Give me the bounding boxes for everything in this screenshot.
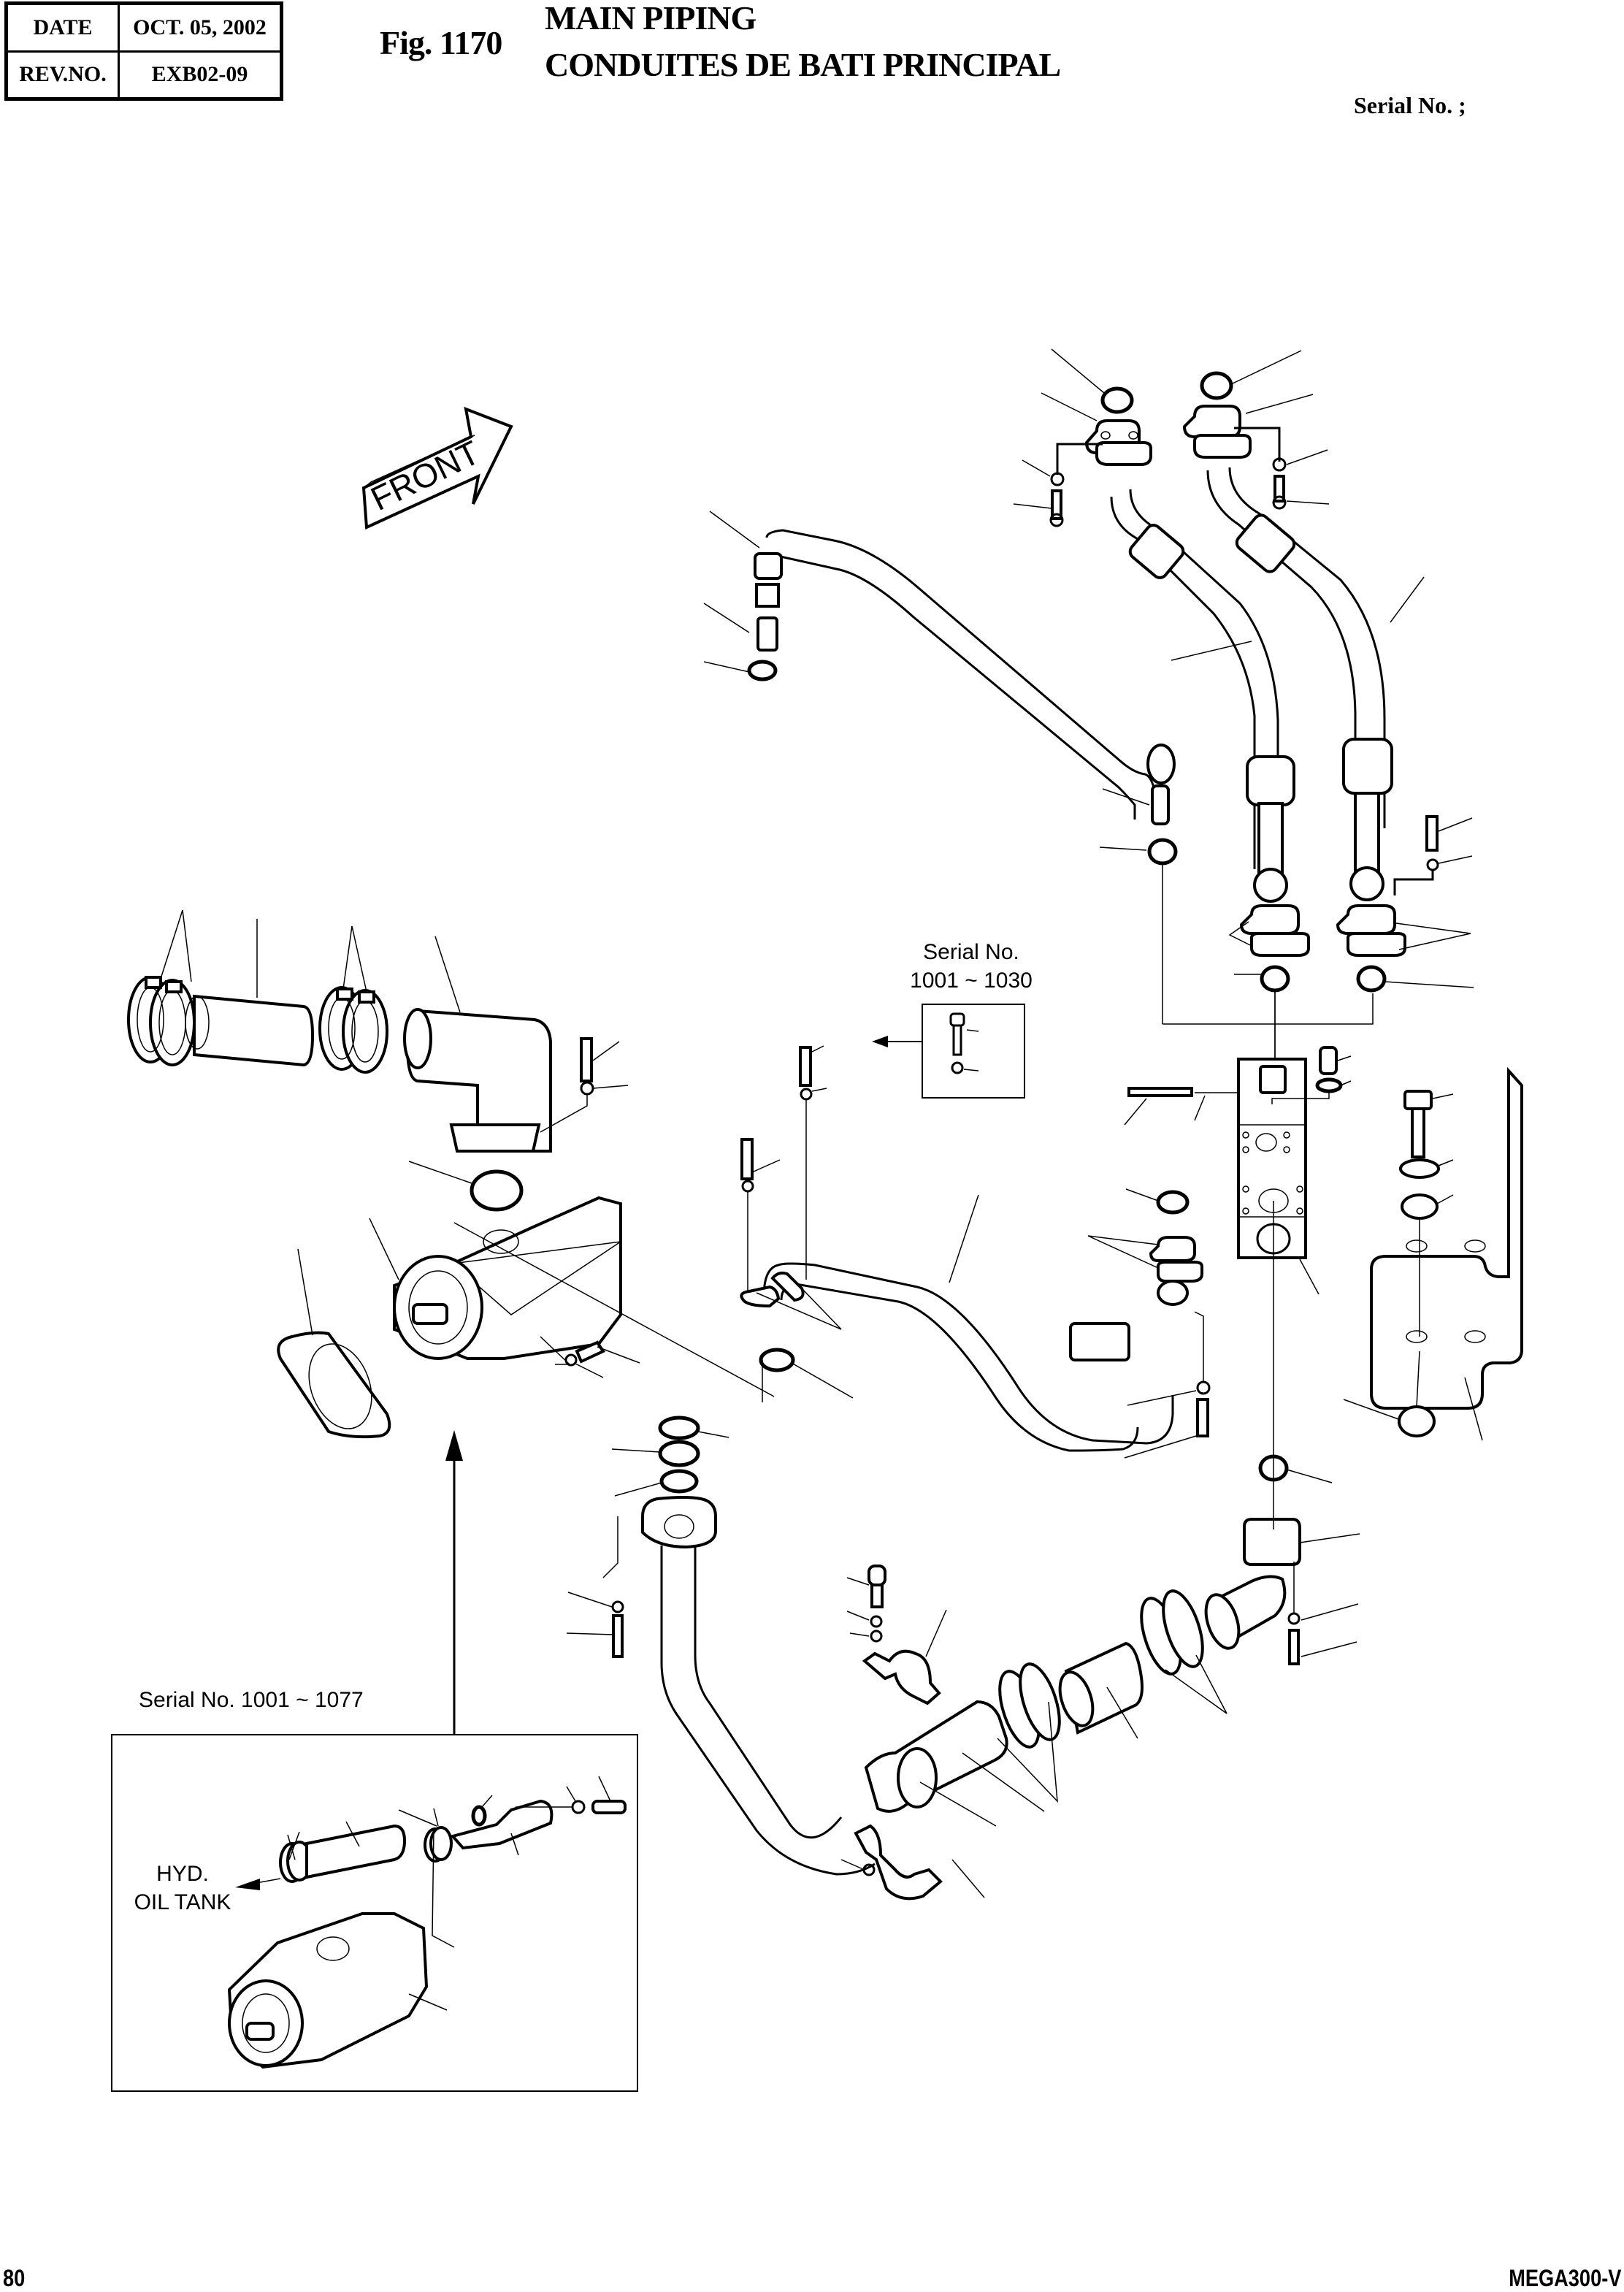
inset-detail-box <box>111 1734 638 2092</box>
date-value: OCT. 05, 2002 <box>118 2 283 53</box>
hyd-oil-tank-line1: HYD. <box>156 1862 209 1886</box>
mounting-bracket <box>1343 1066 1523 1441</box>
serial-note-1077: Serial No. 1001 ~ 1077 <box>139 1688 364 1712</box>
serial-note-1030-line1: Serial No. <box>923 940 1019 964</box>
title-english: MAIN PIPING <box>545 0 757 37</box>
serial-note-1030: Serial No. 1001 ~ 1030 <box>898 938 1044 995</box>
figure-number: Fig. 1170 <box>380 24 502 61</box>
manifold-block <box>1124 990 1352 1420</box>
model-name: MEGA300-V <box>1508 2265 1621 2291</box>
upper-flange-assembly-left <box>1013 348 1152 527</box>
front-label: FRONT <box>365 433 486 518</box>
suction-pipe <box>566 1416 1045 1876</box>
center-pressure-hose-2 <box>1206 467 1425 901</box>
revision-info-table: DATE OCT. 05, 2002 REV.NO. EXB02-09 <box>4 1 283 101</box>
lower-hose-clamp-assembly <box>997 1420 1360 1803</box>
center-pressure-hose-1 <box>1110 489 1295 903</box>
pipe-saddle-clamps <box>840 1565 985 1901</box>
upper-left-hose <box>703 511 1374 1025</box>
pump-gasket <box>277 1248 391 1439</box>
serial-note-bolt-detail <box>949 1012 979 1074</box>
suction-hose-assembly <box>127 909 629 1153</box>
page-number: 80 <box>3 2265 26 2291</box>
upper-flange-assembly-right <box>1182 350 1330 510</box>
revision-value: EXB02-09 <box>118 50 283 100</box>
revision-label: REV.NO. <box>5 50 120 100</box>
date-label: DATE <box>5 2 120 53</box>
front-direction-arrow: FRONT <box>361 406 513 530</box>
inset-alternate-pump-assembly <box>227 1776 627 2069</box>
title-french: CONDUITES DE BATI PRINCIPAL <box>545 46 1061 83</box>
serial-number-label: Serial No. ; <box>1354 92 1466 118</box>
inset-reference-arrow <box>445 1430 463 1734</box>
hydraulic-pump <box>369 1161 775 1397</box>
center-return-hose <box>740 1045 1211 1459</box>
split-flange-set-upper <box>1228 815 1474 1061</box>
serial-note-1030-line2: 1001 ~ 1030 <box>910 969 1033 993</box>
serial-note-1030-box <box>922 1004 1025 1099</box>
hyd-oil-tank-line2: OIL TANK <box>134 1890 231 1914</box>
hyd-oil-tank-callout: HYD. OIL TANK <box>117 1860 248 1917</box>
serial-note-pointer-arrow <box>872 1036 922 1047</box>
